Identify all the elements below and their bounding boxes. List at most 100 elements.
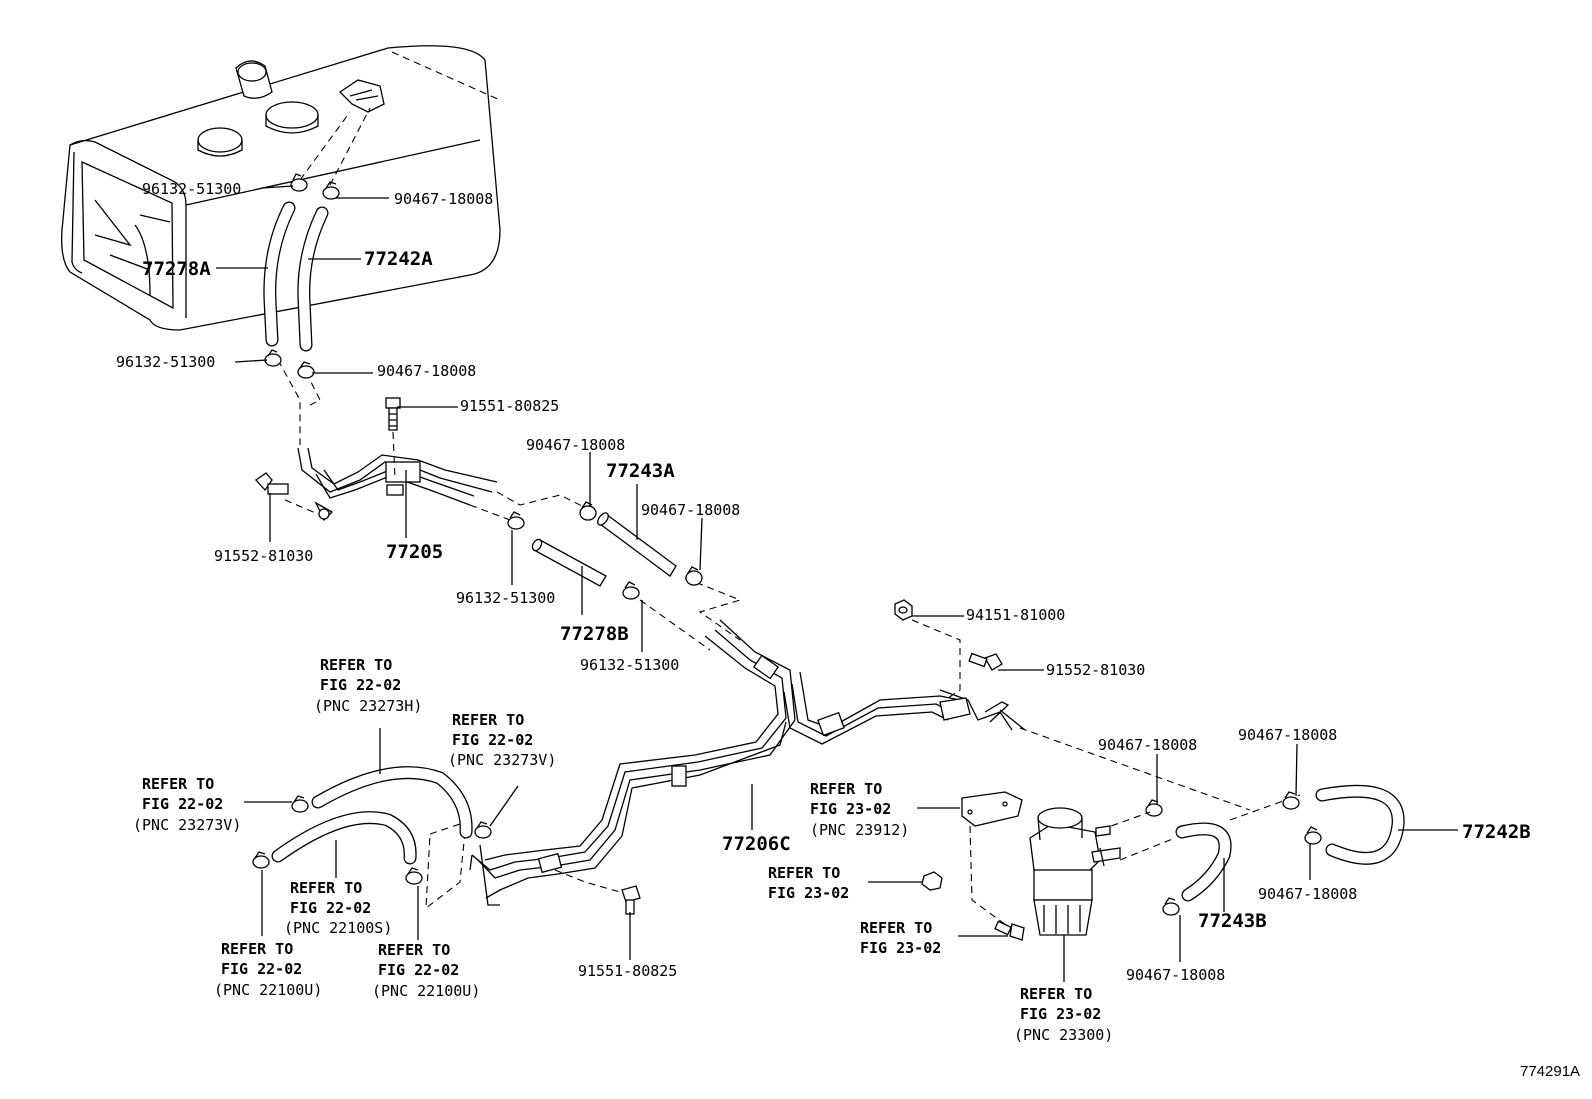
label-90467-18008: 90467-18008 — [377, 362, 476, 380]
svg-text:FIG 23-02: FIG 23-02 — [810, 800, 891, 818]
hose-77242B[interactable] — [1315, 784, 1405, 865]
fuel-tube-77205[interactable] — [297, 447, 498, 522]
label-77278B: 77278B — [560, 623, 629, 645]
svg-text:FIG 22-02: FIG 22-02 — [452, 731, 533, 749]
label-77242B: 77242B — [1462, 821, 1531, 843]
bolt-91552-81030-right[interactable] — [968, 652, 1003, 671]
clamp-90467-77243B-top[interactable] — [1145, 799, 1163, 817]
clamp-90467-77243A-front[interactable] — [579, 501, 597, 521]
svg-text:REFER TO: REFER TO — [860, 919, 932, 937]
svg-text:FIG 22-02: FIG 22-02 — [290, 899, 371, 917]
clamp-pnc-23273v-right[interactable] — [474, 821, 492, 839]
svg-text:REFER TO: REFER TO — [378, 941, 450, 959]
label-90467-18008: 90467-18008 — [641, 501, 740, 519]
label-90467-18008: 90467-18008 — [1126, 966, 1225, 984]
hose-77243A[interactable] — [596, 511, 677, 577]
clamp-pnc-22100u-right[interactable] — [405, 867, 423, 885]
svg-text:(PNC 22100U): (PNC 22100U) — [372, 982, 480, 1000]
refer-pnc-23300: REFER TO FIG 23-02 (PNC 23300) — [1014, 985, 1113, 1044]
hose-77278B[interactable] — [531, 538, 607, 587]
svg-text:(PNC 22100S): (PNC 22100S) — [284, 919, 392, 937]
svg-text:(PNC 23300): (PNC 23300) — [1014, 1026, 1113, 1044]
nut-94151-81000[interactable] — [894, 599, 913, 621]
label-77243A: 77243A — [606, 460, 675, 482]
label-96132-51300: 96132-51300 — [142, 180, 241, 198]
svg-text:REFER TO: REFER TO — [452, 711, 524, 729]
label-90467-18008: 90467-18008 — [1098, 736, 1197, 754]
bolt-fig23-02[interactable] — [994, 920, 1025, 941]
svg-text:FIG 22-02: FIG 22-02 — [221, 960, 302, 978]
refer-fig-23-02-bolt: REFER TO FIG 23-02 — [860, 919, 941, 957]
svg-text:(PNC 22100U): (PNC 22100U) — [214, 981, 322, 999]
nut-fig23-02[interactable] — [921, 871, 943, 891]
label-96132-51300: 96132-51300 — [580, 656, 679, 674]
svg-text:REFER TO: REFER TO — [1020, 985, 1092, 1003]
bolt-91551-80825-lower[interactable] — [621, 885, 641, 915]
svg-text:REFER TO: REFER TO — [810, 780, 882, 798]
clamp-96132-upper[interactable] — [290, 173, 308, 192]
refer-pnc-22100s: REFER TO FIG 22-02 (PNC 22100S) — [284, 879, 392, 937]
label-77243B: 77243B — [1198, 910, 1267, 932]
svg-text:(PNC 23273V): (PNC 23273V) — [448, 751, 556, 769]
svg-text:FIG 22-02: FIG 22-02 — [320, 676, 401, 694]
label-77278A: 77278A — [142, 258, 211, 280]
hose-77242A[interactable] — [297, 206, 329, 352]
label-96132-51300: 96132-51300 — [456, 589, 555, 607]
label-94151-81000: 94151-81000 — [966, 606, 1065, 624]
refer-pnc-23912: REFER TO FIG 23-02 (PNC 23912) — [810, 780, 909, 839]
diagram-id: 774291A — [1520, 1063, 1580, 1080]
label-91551-80825: 91551-80825 — [578, 962, 677, 980]
label-91552-81030: 91552-81030 — [214, 547, 313, 565]
hose-pnc-22100s[interactable] — [271, 811, 417, 865]
svg-text:FIG 23-02: FIG 23-02 — [1020, 1005, 1101, 1023]
svg-text:FIG 22-02: FIG 22-02 — [142, 795, 223, 813]
label-77242A: 77242A — [364, 248, 433, 270]
clamp-90467-77243B-bottom[interactable] — [1162, 897, 1180, 916]
clamp-90467-77242B-top[interactable] — [1282, 791, 1300, 810]
clamp-96132-77278B-front[interactable] — [507, 511, 525, 530]
refer-pnc-22100u-right: REFER TO FIG 22-02 (PNC 22100U) — [372, 941, 480, 1000]
clamp-90467-77242B-bottom[interactable] — [1304, 826, 1322, 845]
fuel-tank[interactable] — [61, 45, 501, 331]
refer-fig-23-02-nut: REFER TO FIG 23-02 — [768, 864, 849, 902]
refer-pnc-22100u-left: REFER TO FIG 22-02 (PNC 22100U) — [214, 940, 322, 999]
svg-text:FIG 22-02: FIG 22-02 — [378, 961, 459, 979]
clamp-pnc-23273v-left[interactable] — [291, 795, 309, 813]
label-91551-80825: 91551-80825 — [460, 397, 559, 415]
svg-text:(PNC 23273V): (PNC 23273V) — [133, 816, 241, 834]
label-77205: 77205 — [386, 541, 443, 563]
clamp-90467-77243A-rear[interactable] — [685, 566, 703, 586]
fuel-tube-77206C[interactable] — [469, 619, 1026, 906]
hose-77278A[interactable] — [263, 201, 296, 347]
clamp-90467-lower[interactable] — [297, 361, 315, 379]
bolt-91552-81030-left[interactable] — [255, 472, 289, 495]
svg-text:FIG 23-02: FIG 23-02 — [860, 939, 941, 957]
clamp-pnc-22100u-left[interactable] — [252, 851, 270, 869]
svg-text:(PNC 23912): (PNC 23912) — [810, 821, 909, 839]
svg-text:REFER TO: REFER TO — [768, 864, 840, 882]
fuel-filter[interactable] — [1029, 807, 1121, 936]
clamp-96132-77278B-rear[interactable] — [622, 581, 640, 600]
refer-pnc-23273h: REFER TO FIG 22-02 (PNC 23273H) — [314, 656, 422, 715]
svg-text:FIG 23-02: FIG 23-02 — [768, 884, 849, 902]
label-90467-18008: 90467-18008 — [526, 436, 625, 454]
label-77206C: 77206C — [722, 833, 791, 855]
svg-text:REFER TO: REFER TO — [290, 879, 362, 897]
bolt-91551-80825-upper[interactable] — [385, 397, 401, 431]
svg-text:REFER TO: REFER TO — [142, 775, 214, 793]
label-96132-51300: 96132-51300 — [116, 353, 215, 371]
hose-pnc-23273h[interactable] — [311, 766, 473, 839]
clamp-96132-lower[interactable] — [264, 349, 282, 367]
hose-77243B[interactable] — [1175, 822, 1232, 902]
clamp-90467-upper[interactable] — [322, 181, 340, 200]
label-91552-81030: 91552-81030 — [1046, 661, 1145, 679]
svg-text:(PNC 23273H): (PNC 23273H) — [314, 697, 422, 715]
refer-pnc-23273v-right: REFER TO FIG 22-02 (PNC 23273V) — [448, 711, 556, 769]
filter-bracket[interactable] — [961, 791, 1023, 827]
svg-text:REFER TO: REFER TO — [221, 940, 293, 958]
label-90467-18008: 90467-18008 — [1258, 885, 1357, 903]
svg-text:REFER TO: REFER TO — [320, 656, 392, 674]
label-90467-18008: 90467-18008 — [1238, 726, 1337, 744]
leader-lines — [216, 185, 1458, 982]
